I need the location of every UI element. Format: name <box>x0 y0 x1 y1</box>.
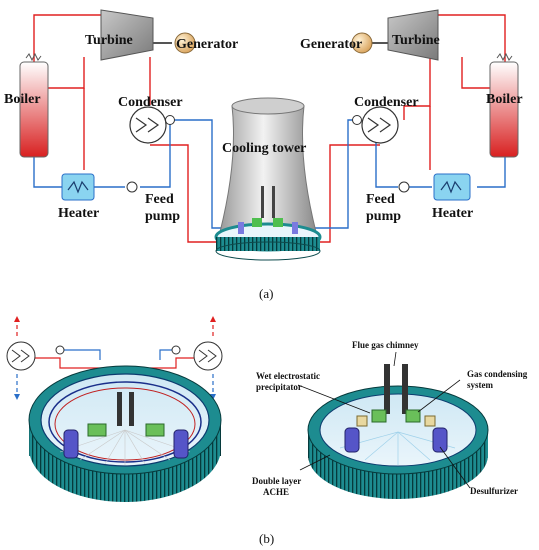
left-feed-label-1: Feed <box>145 192 174 207</box>
panel-a: Turbine Generator Boiler Condenser Heate… <box>4 9 523 301</box>
cooling-tower <box>214 97 322 261</box>
label-gas-condensing-1: Gas condensing <box>467 369 528 379</box>
right-condenser <box>361 106 399 144</box>
caption-a: (a) <box>259 286 273 301</box>
b-left-condenser <box>6 341 36 371</box>
left-heater-label: Heater <box>58 206 99 221</box>
label-desulfurizer: Desulfurizer <box>470 486 518 496</box>
left-heater <box>61 173 95 201</box>
right-turbine-label: Turbine <box>392 33 440 48</box>
right-generator-label: Generator <box>300 37 362 52</box>
left-generator <box>174 32 196 54</box>
left-turbine-label: Turbine <box>85 33 133 48</box>
right-feed-label-1: Feed <box>366 192 395 207</box>
label-gas-condensing-2: system <box>467 380 493 390</box>
right-feed-pump <box>398 181 410 193</box>
left-condenser <box>129 106 167 144</box>
label-wet-esp-2: precipitator <box>256 382 302 392</box>
panel-b-left-piping <box>16 318 214 398</box>
b-right-ache-ring <box>307 364 489 499</box>
caption-b: (b) <box>259 531 274 546</box>
label-ache-2: ACHE <box>263 487 289 497</box>
label-flue-gas-chimney: Flue gas chimney <box>352 340 419 350</box>
left-turbine <box>100 9 154 61</box>
label-wet-esp-1: Wet electrostatic <box>256 371 320 381</box>
panel-b: Flue gas chimney Wet electrostatic preci… <box>6 316 528 546</box>
b-left-pump <box>55 345 65 355</box>
left-circ-pump <box>165 115 175 125</box>
b-leaders <box>297 351 471 489</box>
b-right-pump <box>171 345 181 355</box>
cooling-tower-label: Cooling tower <box>222 141 306 156</box>
left-feed-label-2: pump <box>145 209 180 224</box>
left-generator-label: Generator <box>176 37 238 52</box>
left-boiler <box>19 61 49 158</box>
right-turbine <box>387 9 439 61</box>
b-right-condenser <box>193 341 223 371</box>
right-feed-label-2: pump <box>366 209 401 224</box>
right-boiler-label: Boiler <box>486 92 523 107</box>
right-heater <box>433 173 471 201</box>
left-condenser-label: Condenser <box>118 95 183 110</box>
right-boiler <box>489 61 519 158</box>
right-circ-pump <box>352 115 362 125</box>
right-condenser-label: Condenser <box>354 95 419 110</box>
b-left-ache-ring <box>28 365 222 502</box>
right-generator <box>351 32 373 54</box>
left-feed-pump <box>126 181 138 193</box>
left-boiler-label: Boiler <box>4 92 41 107</box>
right-heater-label: Heater <box>432 206 473 221</box>
right-piping <box>312 14 506 243</box>
label-ache-1: Double layer <box>252 476 301 486</box>
left-piping <box>33 14 224 243</box>
